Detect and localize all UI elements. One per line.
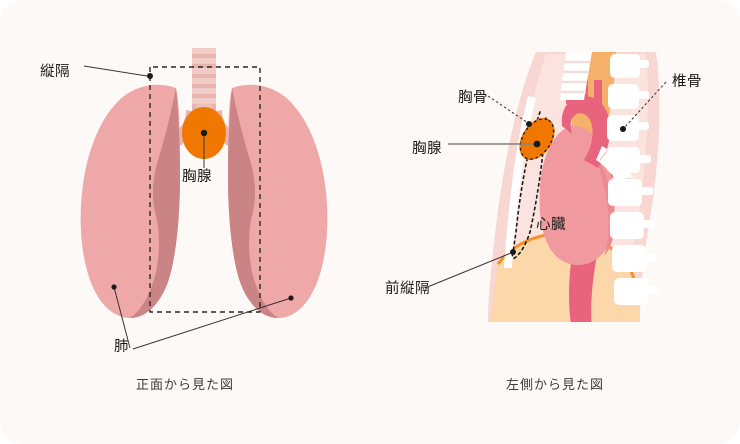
left-lung-shape [228, 84, 328, 318]
aortic-arch [561, 96, 610, 168]
mediastinum-leader [83, 65, 153, 79]
thymus-side-shape [519, 117, 555, 161]
label-vertebra: 椎骨 [672, 74, 702, 90]
sternum-leader [487, 95, 532, 127]
trachea-shape [192, 48, 216, 118]
label-anterior-mediastinum: 前縦隔 [385, 281, 430, 297]
thymus-leader [200, 129, 208, 168]
caption-side-view: 左側から見た図 [505, 377, 604, 392]
side-view-panel: 胸骨 胸腺 椎骨 心臓 前縦隔 左側から見た図 [370, 0, 740, 444]
front-view-illustration [80, 48, 328, 350]
abdomen-shape [488, 231, 640, 322]
anterior-mediastinum-back-border [512, 117, 547, 260]
front-view-panel: 縦隔 胸腺 肺 正面から見た図 [40, 48, 328, 392]
trachea-side-shape [560, 52, 592, 100]
label-sternum: 胸骨 [458, 90, 488, 106]
label-thymus-side: 胸腺 [412, 141, 442, 157]
vertebra-leader [620, 81, 667, 132]
label-thymus-front: 胸腺 [182, 169, 212, 185]
heart-shading [596, 158, 615, 256]
caption-front-view: 正面から見た図 [135, 377, 234, 392]
label-mediastinum: 縦隔 [40, 64, 70, 80]
sternum-shape [504, 96, 536, 268]
lung-leader [111, 284, 294, 350]
side-view-illustration [424, 52, 667, 322]
thymus-side-leader [448, 140, 541, 148]
label-lung: 肺 [114, 339, 129, 355]
label-heart: 心臓 [536, 217, 566, 233]
right-lung-shape [80, 84, 180, 318]
mediastinum-dashed-outline [149, 66, 261, 313]
anterior-mediastinum-leader [424, 249, 516, 289]
vertebra-column [607, 54, 659, 305]
